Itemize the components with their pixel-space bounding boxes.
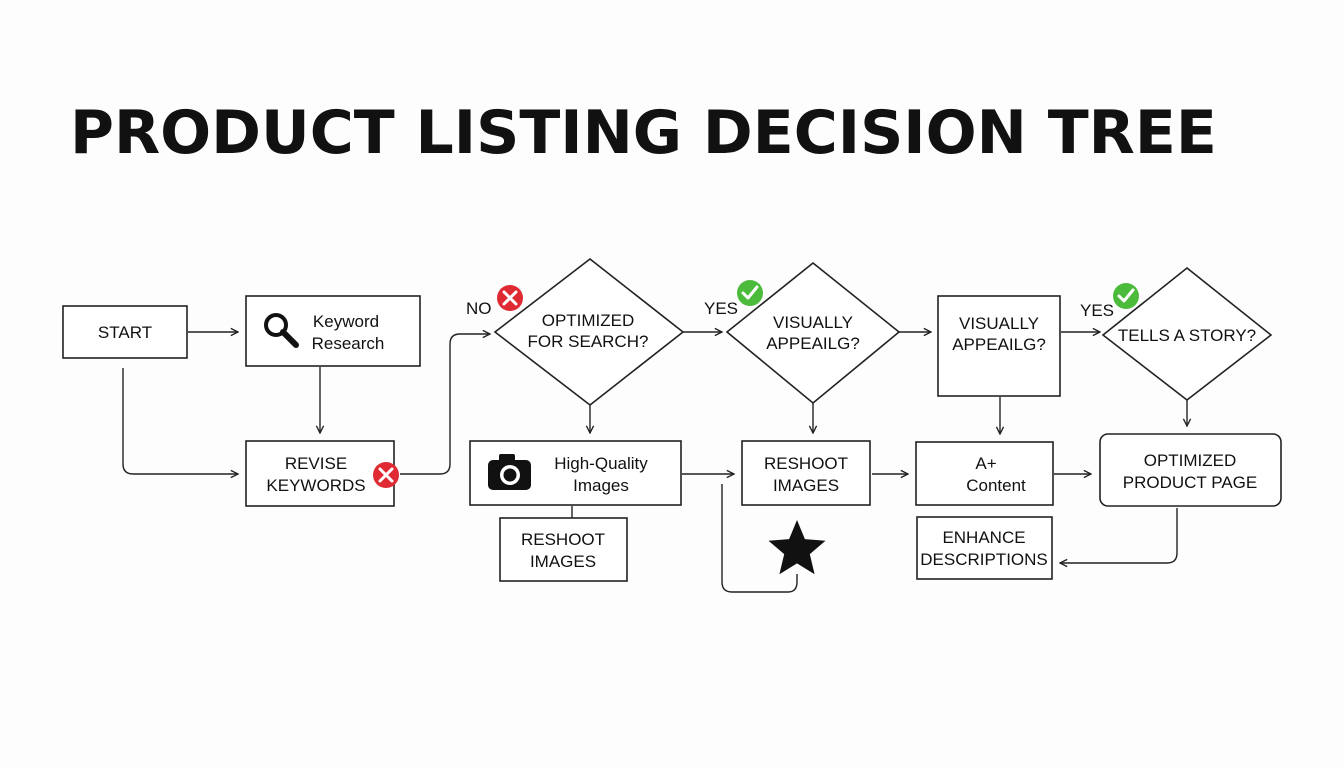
visually-appealing-diamond: VISUALLY APPEAILG? <box>725 261 901 405</box>
check-circle-icon <box>1113 283 1139 309</box>
high-quality-images-label-2: Images <box>573 476 629 495</box>
high-quality-images-box: High-Quality Images <box>469 440 682 506</box>
revise-keywords-box: REVISE KEYWORDS <box>245 440 399 507</box>
keyword-research-box: Keyword Research <box>245 295 421 367</box>
optimized-for-search-label-1: OPTIMIZED <box>542 311 635 330</box>
enhance-descriptions-box: ENHANCE DESCRIPTIONS <box>916 516 1053 580</box>
visually-appealing-box: VISUALLY APPEAILG? <box>937 295 1061 397</box>
optimized-for-search-label-2: FOR SEARCH? <box>528 332 649 351</box>
camera-icon <box>488 454 531 490</box>
optimized-product-page-label-2: PRODUCT PAGE <box>1123 473 1257 492</box>
yes-label-1: YES <box>704 299 738 318</box>
edge-optimized-page-to-enhance <box>1060 508 1178 563</box>
x-circle-icon <box>497 285 523 311</box>
a-plus-content-label-2: Content <box>966 476 1026 495</box>
x-circle-icon <box>373 462 399 488</box>
high-quality-images-label-1: High-Quality <box>554 454 648 473</box>
check-circle-icon <box>737 280 763 306</box>
page-title: PRODUCT LISTING DECISION TREE <box>70 98 1217 168</box>
revise-keywords-label-1: REVISE <box>285 454 347 473</box>
yes-label-2: YES <box>1080 301 1114 320</box>
tells-a-story-label: TELLS A STORY? <box>1118 326 1256 345</box>
search-icon <box>264 313 299 348</box>
connectors <box>122 332 1187 593</box>
enhance-descriptions-label-1: ENHANCE <box>942 528 1025 547</box>
visually-appealing-box-label-1: VISUALLY <box>959 314 1039 333</box>
reshoot-images-small-box: RESHOOT IMAGES <box>499 517 628 582</box>
start-label: START <box>98 323 152 342</box>
reshoot-images-label-1: RESHOOT <box>764 454 848 473</box>
start-box: START <box>62 305 188 359</box>
reshoot-images-small-label-2: IMAGES <box>530 552 596 571</box>
edge-revise-to-optimized <box>400 334 490 475</box>
a-plus-content-label-1: A+ <box>975 454 996 473</box>
visually-appealing-diamond-label-1: VISUALLY <box>773 313 853 332</box>
reshoot-images-box: RESHOOT IMAGES <box>741 440 871 506</box>
visually-appealing-diamond-label-2: APPEAILG? <box>766 334 860 353</box>
visually-appealing-box-label-2: APPEAILG? <box>952 335 1046 354</box>
optimized-product-page-label-1: OPTIMIZED <box>1144 451 1237 470</box>
edge-start-to-revise <box>122 368 238 474</box>
keyword-research-label-1: Keyword <box>313 312 379 331</box>
no-label: NO <box>466 299 492 318</box>
revise-keywords-label-2: KEYWORDS <box>266 476 365 495</box>
tells-a-story-diamond: TELLS A STORY? <box>1101 266 1273 402</box>
edge-loop-star <box>721 484 798 593</box>
star-icon <box>768 520 826 575</box>
enhance-descriptions-label-2: DESCRIPTIONS <box>920 550 1048 569</box>
optimized-for-search-diamond: OPTIMIZED FOR SEARCH? <box>493 257 685 407</box>
optimized-product-page-box: OPTIMIZED PRODUCT PAGE <box>1099 433 1282 507</box>
reshoot-images-small-label-1: RESHOOT <box>521 530 605 549</box>
reshoot-images-label-2: IMAGES <box>773 476 839 495</box>
a-plus-content-box: A+ Content <box>915 441 1054 506</box>
keyword-research-label-2: Research <box>312 334 385 353</box>
